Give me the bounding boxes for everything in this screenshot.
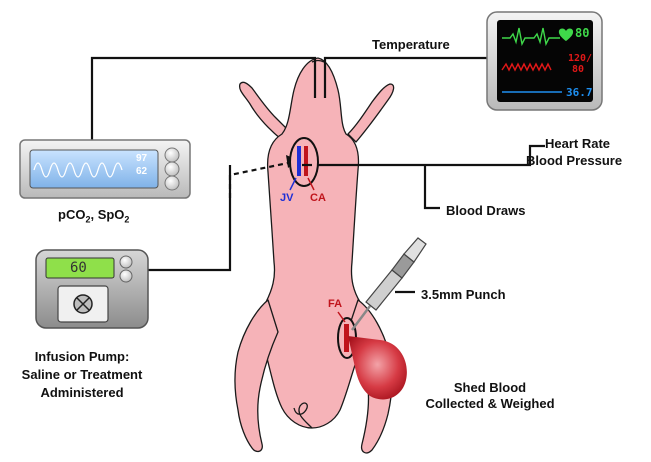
blood-draws-label: Blood Draws [446,202,525,219]
temperature-line-right [325,58,490,98]
temperature-label: Temperature [372,36,450,53]
punch-tool [352,238,426,330]
infusion-pump [36,250,148,328]
fa-label: FA [328,298,342,310]
jv-label: JV [280,192,293,204]
gas-button-1 [165,148,179,162]
jugular-vein-marker [297,146,301,176]
gas-monitor [20,140,190,198]
infusion-pump-label-3: Administered [2,384,162,401]
bp-value-top: 120/ [568,53,592,64]
punch-label: 3.5mm Punch [421,286,506,303]
infusion-pump-label-2: Saline or Treatment [2,366,162,383]
femoral-artery-marker [344,324,349,352]
bp-value-bottom: 80 [572,64,584,75]
temp-value: 36.7 [566,86,593,99]
carotid-artery-marker [304,146,308,176]
pig-body [263,58,363,428]
shed-blood-cone [348,336,407,399]
ca-label: CA [310,192,326,204]
infusion-pump-label-1: Infusion Pump: [2,348,162,365]
gas-value-bottom: 62 [136,166,147,178]
heart-rate-label: Heart Rate [545,136,610,152]
blood-draws-line [425,165,440,208]
gas-value-top: 97 [136,153,147,165]
gas-label: pCO2, SpO2 [58,206,129,229]
pump-button-1 [120,256,132,268]
hr-value: 80 [575,26,589,40]
pump-display-value: 60 [70,260,87,276]
blood-pressure-label: Blood Pressure [526,153,622,169]
gas-button-3 [165,176,179,190]
pump-button-2 [120,270,132,282]
shed-blood-label-2: Collected & Weighed [405,396,575,412]
shed-blood-label-1: Shed Blood [405,380,575,396]
pig-right-front-leg [348,84,394,142]
gas-button-2 [165,162,179,176]
